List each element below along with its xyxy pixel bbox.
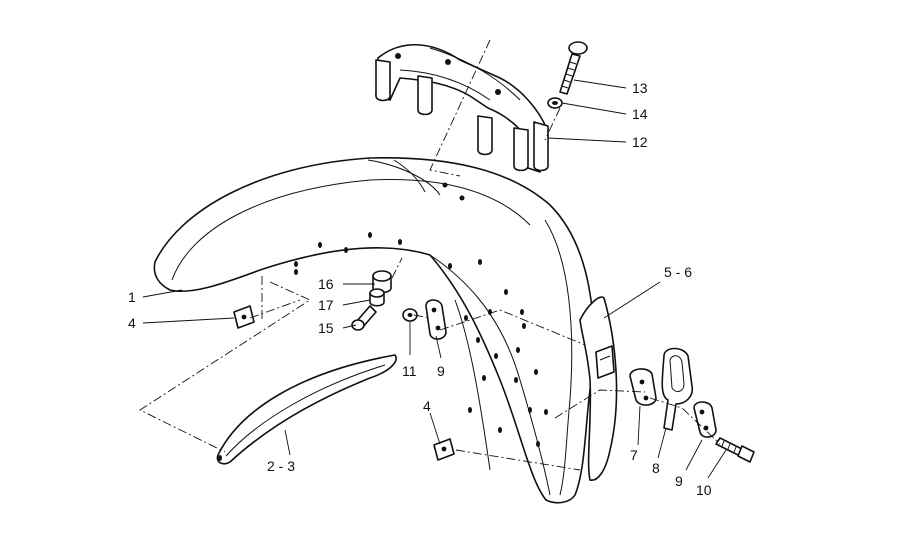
bracket-part-7 <box>629 368 657 406</box>
callout-8: 8 <box>652 460 660 476</box>
callout-4-upper: 4 <box>128 315 136 331</box>
callout-15: 15 <box>318 320 334 336</box>
callout-9-right: 9 <box>675 473 683 489</box>
clip-part-4-lower <box>433 438 455 461</box>
washer-part-14 <box>547 97 563 109</box>
callout-5-6: 5 - 6 <box>664 264 692 280</box>
callout-11: 11 <box>402 363 417 379</box>
alignment-lines <box>139 39 721 471</box>
callout-13: 13 <box>632 80 648 96</box>
spacer-part-17 <box>369 288 385 307</box>
callout-1: 1 <box>128 289 136 305</box>
bolt-part-10 <box>715 437 755 463</box>
callout-2-3: 2 - 3 <box>267 458 295 474</box>
fender-trim-part-2-3 <box>216 354 397 465</box>
bracket-part-9-left <box>425 299 447 340</box>
fork-bridge-bracket <box>375 43 549 173</box>
callout-labels: 1 4 16 17 15 11 9 2 - 3 4 13 14 12 5 - 6… <box>128 80 712 498</box>
callout-9-left: 9 <box>437 363 445 379</box>
callout-14: 14 <box>632 106 648 122</box>
nut-part-11 <box>402 308 418 322</box>
clip-part-4-upper <box>233 305 255 329</box>
callout-17: 17 <box>318 297 334 313</box>
callout-7: 7 <box>630 447 638 463</box>
bolt-part-13 <box>559 41 588 95</box>
side-reflector-part-5-6 <box>579 296 618 481</box>
fender-holes <box>294 232 548 447</box>
callout-4-lower: 4 <box>423 398 431 414</box>
callout-16: 16 <box>318 276 334 292</box>
leader-lines <box>142 79 727 479</box>
callout-12: 12 <box>632 134 648 150</box>
screw-part-15 <box>351 305 377 331</box>
callout-10: 10 <box>696 482 712 498</box>
bracket-part-9-right <box>693 401 717 438</box>
loop-bracket-part-8 <box>661 347 694 431</box>
front-fender-part-1 <box>153 157 595 504</box>
